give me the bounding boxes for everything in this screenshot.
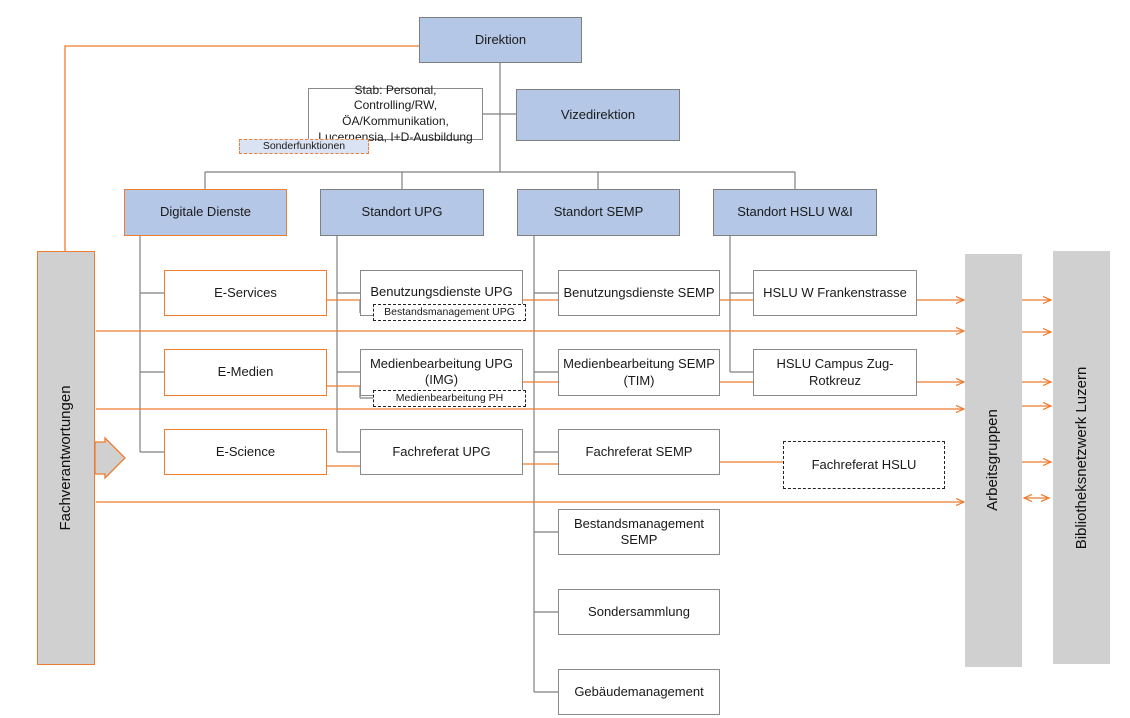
fachverantwortungen-arrow-icon bbox=[94, 436, 126, 480]
standort-hslu-box: Standort HSLU W&I bbox=[713, 189, 877, 236]
fachreferat-semp-box: Fachreferat SEMP bbox=[558, 429, 720, 475]
hslu-frankenstrasse-box: HSLU W Frankenstrasse bbox=[753, 270, 917, 316]
e-science-box: E-Science bbox=[164, 429, 327, 475]
hslu-campus-zug-box: HSLU Campus Zug- Rotkreuz bbox=[753, 349, 917, 396]
medienbearbeitung-semp-box: Medienbearbeitung SEMP (TIM) bbox=[558, 349, 720, 396]
standort-upg-box: Standort UPG bbox=[320, 189, 484, 236]
arbeitsgruppen-bar bbox=[965, 254, 1022, 667]
fachverantwortungen-label: Fachverantwortungen bbox=[57, 385, 74, 531]
vizedirektion-box: Vizedirektion bbox=[516, 89, 680, 141]
medienbearbeitung-upg-box: Medienbearbeitung UPG (IMG) bbox=[360, 349, 523, 396]
direktion-box: Direktion bbox=[419, 17, 582, 63]
fachreferat-upg-box: Fachreferat UPG bbox=[360, 429, 523, 475]
e-services-box: E-Services bbox=[164, 270, 327, 316]
digitale-dienste-box: Digitale Dienste bbox=[124, 189, 287, 236]
fachreferat-hslu-box: Fachreferat HSLU bbox=[783, 441, 945, 489]
sondersammlung-box: Sondersammlung bbox=[558, 589, 720, 635]
bestandsmanagement-upg-box: Bestandsmanagement UPG bbox=[373, 304, 526, 321]
arbeitsgruppen-label: Arbeitsgruppen bbox=[984, 409, 1001, 511]
medienbearbeitung-ph-box: Medienbearbeitung PH bbox=[373, 390, 526, 407]
sonderfunktionen-box: Sonderfunktionen bbox=[239, 139, 369, 154]
stab-box: Stab: Personal, Controlling/RW, ÖA/Kommu… bbox=[308, 83, 483, 144]
bibliotheksnetzwerk-bar bbox=[1053, 251, 1110, 664]
bestandsmanagement-semp-box: Bestandsmanagement SEMP bbox=[558, 509, 720, 555]
benutzungsdienste-semp-box: Benutzungsdienste SEMP bbox=[558, 270, 720, 316]
gebaeudemanagement-box: Gebäudemanagement bbox=[558, 669, 720, 715]
standort-semp-box: Standort SEMP bbox=[517, 189, 680, 236]
fachverantwortungen-bar bbox=[37, 251, 95, 665]
bibliotheksnetzwerk-label: Bibliotheksnetzwerk Luzern bbox=[1073, 366, 1090, 550]
e-medien-box: E-Medien bbox=[164, 349, 327, 396]
